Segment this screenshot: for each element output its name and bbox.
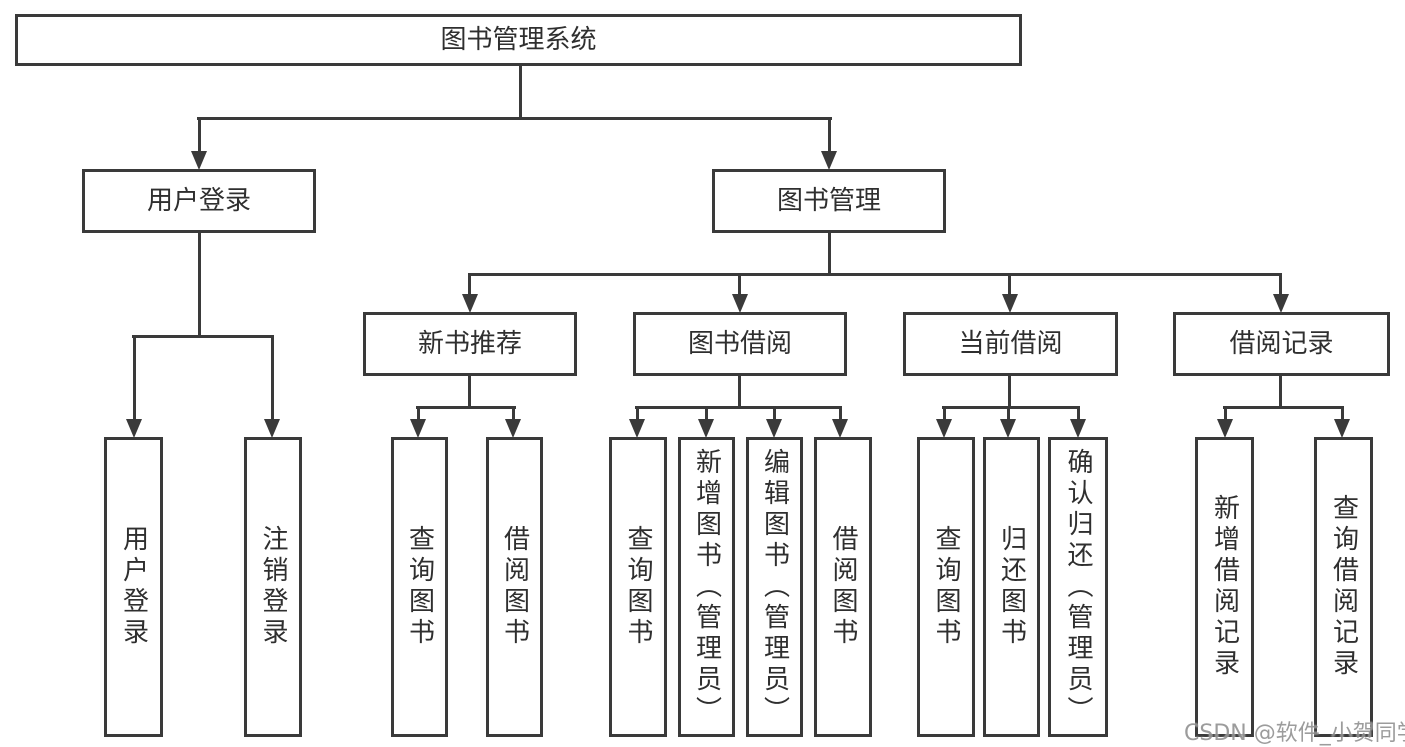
connector-line xyxy=(738,273,741,294)
connector-line xyxy=(942,406,1080,409)
connector-line xyxy=(197,117,832,120)
node-label: 新书推荐 xyxy=(417,329,522,359)
connector-line xyxy=(271,335,274,419)
leaf-label: 查询借阅记录 xyxy=(1328,494,1359,680)
arrow-down-icon xyxy=(821,151,837,170)
leaf-label: 借阅图书 xyxy=(828,525,858,649)
connector-line xyxy=(198,117,201,151)
arrow-down-icon xyxy=(698,419,714,438)
connector-line xyxy=(1008,374,1011,406)
leaf-label: 注销登录 xyxy=(258,525,288,649)
connector-line xyxy=(1341,406,1344,419)
connector-line xyxy=(468,273,471,294)
connector-line xyxy=(468,374,471,406)
arrow-down-icon xyxy=(410,419,426,438)
node-borrow-records: 借阅记录 xyxy=(1173,312,1390,376)
connector-line xyxy=(1279,273,1282,294)
leaf-label: 查询图书 xyxy=(931,525,961,649)
connector-line xyxy=(839,406,842,419)
leaf-query-books-recommend: 查询图书 xyxy=(391,437,448,737)
leaf-return-book: 归还图书 xyxy=(983,437,1040,737)
leaf-label: 归还图书 xyxy=(996,525,1027,649)
arrow-down-icon xyxy=(505,419,521,438)
arrow-down-icon xyxy=(126,419,142,438)
arrow-down-icon xyxy=(1273,294,1289,313)
connector-line xyxy=(943,406,946,419)
node-current-borrow: 当前借阅 xyxy=(903,312,1118,376)
arrow-down-icon xyxy=(264,419,280,438)
leaf-confirm-return-admin: 确认归还（管理员） xyxy=(1048,437,1108,737)
node-label: 图书管理系统 xyxy=(440,25,597,55)
node-book-borrow: 图书借阅 xyxy=(633,312,847,376)
arrow-down-icon xyxy=(832,419,848,438)
connector-line xyxy=(512,406,515,419)
connector-line xyxy=(1008,273,1011,294)
leaf-label: 查询图书 xyxy=(404,525,435,649)
node-new-book-recommend: 新书推荐 xyxy=(363,312,577,376)
connector-line xyxy=(635,406,842,409)
leaf-label: 确认归还（管理员） xyxy=(1063,447,1093,727)
leaf-label: 编辑图书（管理员） xyxy=(759,447,790,727)
leaf-add-borrow-record: 新增借阅记录 xyxy=(1195,437,1254,737)
leaf-label: 查询图书 xyxy=(623,525,653,649)
connector-line xyxy=(133,335,136,419)
connector-line xyxy=(468,273,1282,276)
arrow-down-icon xyxy=(732,294,748,313)
leaf-label: 新增图书（管理员） xyxy=(691,447,722,727)
leaf-query-books-borrow: 查询图书 xyxy=(609,437,667,737)
arrow-down-icon xyxy=(1002,294,1018,313)
node-label: 借阅记录 xyxy=(1229,329,1334,359)
leaf-user-login: 用户登录 xyxy=(104,437,163,737)
node-root-library-system: 图书管理系统 xyxy=(15,14,1022,66)
connector-line xyxy=(417,406,420,419)
connector-line xyxy=(773,406,776,419)
node-book-management: 图书管理 xyxy=(712,169,946,233)
connector-line xyxy=(705,406,708,419)
connector-line xyxy=(738,374,741,406)
arrow-down-icon xyxy=(1217,419,1233,438)
node-label: 图书借阅 xyxy=(687,329,792,359)
leaf-edit-book-admin: 编辑图书（管理员） xyxy=(746,437,803,737)
csdn-watermark: CSDN @软件_小贺同学 xyxy=(1184,721,1405,746)
arrow-down-icon xyxy=(766,419,782,438)
connector-line xyxy=(1279,374,1282,406)
arrow-down-icon xyxy=(629,419,645,438)
connector-line xyxy=(1007,406,1010,419)
leaf-borrow-books-recommend: 借阅图书 xyxy=(486,437,543,737)
connector-line xyxy=(416,406,516,409)
arrow-down-icon xyxy=(1334,419,1350,438)
connector-line xyxy=(828,231,831,273)
arrow-down-icon xyxy=(1070,419,1086,438)
connector-line xyxy=(1224,406,1227,419)
arrow-down-icon xyxy=(191,151,207,170)
leaf-label: 新增借阅记录 xyxy=(1209,494,1240,680)
arrow-down-icon xyxy=(462,294,478,313)
connector-line xyxy=(519,64,522,117)
node-label: 用户登录 xyxy=(146,186,251,216)
connector-line xyxy=(1223,406,1344,409)
leaf-query-borrow-record: 查询借阅记录 xyxy=(1314,437,1373,737)
leaf-logout: 注销登录 xyxy=(244,437,302,737)
node-label: 图书管理 xyxy=(776,186,881,216)
leaf-add-book-admin: 新增图书（管理员） xyxy=(678,437,735,737)
connector-line xyxy=(198,231,201,335)
node-label: 当前借阅 xyxy=(958,329,1063,359)
connector-line xyxy=(828,117,831,151)
arrow-down-icon xyxy=(936,419,952,438)
arrow-down-icon xyxy=(1000,419,1016,438)
leaf-label: 借阅图书 xyxy=(499,525,530,649)
connector-line xyxy=(636,406,639,419)
connector-line xyxy=(132,335,274,338)
leaf-borrow-books-2: 借阅图书 xyxy=(814,437,872,737)
node-user-login: 用户登录 xyxy=(82,169,316,233)
leaf-query-books-current: 查询图书 xyxy=(917,437,975,737)
leaf-label: 用户登录 xyxy=(118,525,149,649)
connector-line xyxy=(1077,406,1080,419)
